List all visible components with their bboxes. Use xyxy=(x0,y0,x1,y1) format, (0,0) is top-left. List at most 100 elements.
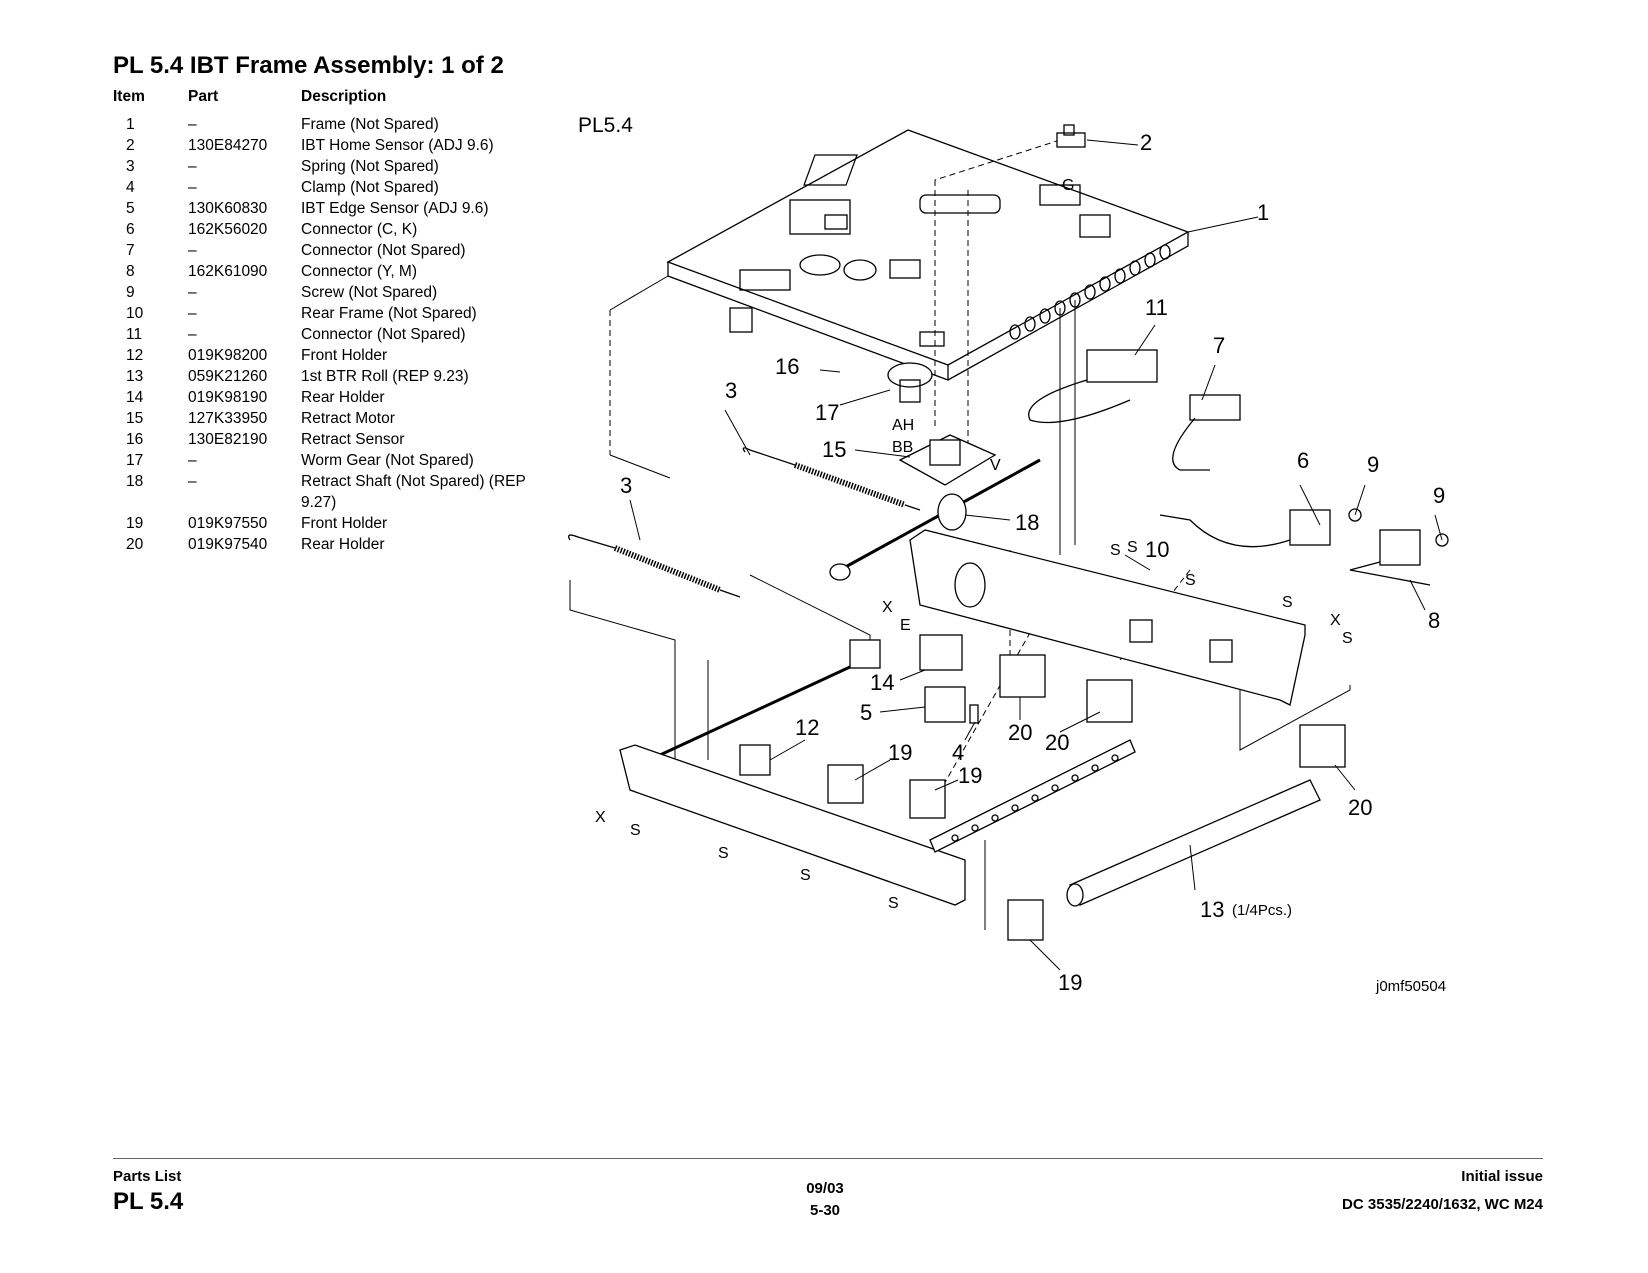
part-description: IBT Home Sensor (ADJ 9.6) xyxy=(301,137,494,154)
rear-frame-drawing xyxy=(909,529,1306,706)
marker-e: E xyxy=(900,617,911,634)
marker-bb: BB xyxy=(892,439,913,456)
item-number: 8 xyxy=(126,263,135,280)
table-row: 4–Clamp (Not Spared) xyxy=(113,177,551,198)
part-description: Spring (Not Spared) xyxy=(301,158,439,175)
marker-s5: S xyxy=(1342,630,1353,647)
table-row: 1–Frame (Not Spared) xyxy=(113,114,551,135)
callout-8: 8 xyxy=(1428,608,1440,633)
parts-table: Item Part Description 1–Frame (Not Spare… xyxy=(113,88,551,555)
part-number: 162K61090 xyxy=(188,263,268,280)
callout-13-note: (1/4Pcs.) xyxy=(1232,902,1292,919)
item-number: 11 xyxy=(126,326,143,343)
part-number: 019K97550 xyxy=(188,515,268,532)
table-row: 19 019K97550 Front Holder xyxy=(113,513,551,534)
item-number: 13 xyxy=(126,368,144,385)
table-row: 11–Connector (Not Spared) xyxy=(113,324,551,345)
marker-x2: X xyxy=(1330,612,1341,629)
callout-19b: 19 xyxy=(958,763,982,788)
callout-13: 13 xyxy=(1200,897,1224,922)
parts-table-header: Item Part Description xyxy=(113,88,551,114)
part-number: 130E84270 xyxy=(188,137,268,154)
btr-roll-drawing xyxy=(1007,779,1321,941)
callout-18: 18 xyxy=(1015,510,1039,535)
part-description: Rear Holder xyxy=(301,536,385,553)
item-number: 2 xyxy=(126,137,135,154)
part-number: 127K33950 xyxy=(188,410,268,427)
item-number: 6 xyxy=(126,221,135,238)
callout-17: 17 xyxy=(815,400,839,425)
image-id: j0mf50504 xyxy=(1375,978,1446,995)
callout-5: 5 xyxy=(860,700,872,725)
frame-plate-drawing xyxy=(666,129,1190,381)
part-description: 1st BTR Roll (REP 9.23) xyxy=(301,368,469,385)
retract-shaft-drawing xyxy=(659,458,1041,757)
part-description: Rear Frame (Not Spared) xyxy=(301,305,477,322)
callout-1: 1 xyxy=(1257,200,1269,225)
callout-2: 2 xyxy=(1140,130,1152,155)
reference-letters: G AH BB V E X X X S S S S S S S S S xyxy=(595,177,1353,912)
part-description: Front Holder xyxy=(301,515,388,532)
item-number: 14 xyxy=(126,389,144,406)
callout-9b: 9 xyxy=(1433,483,1445,508)
callout-4: 4 xyxy=(952,740,964,765)
table-row: 14 019K98190 Rear Holder xyxy=(113,387,551,408)
part-number: – xyxy=(188,326,197,343)
table-row: 2 130E84270 IBT Home Sensor (ADJ 9.6) xyxy=(113,135,551,156)
holder-drawings xyxy=(919,634,1346,768)
footer-divider xyxy=(113,1158,1543,1159)
item-number: 19 xyxy=(126,515,144,532)
table-row: 9–Screw (Not Spared) xyxy=(113,282,551,303)
part-description: Rear Holder xyxy=(301,389,385,406)
part-number: 019K98190 xyxy=(188,389,268,406)
part-number: 162K56020 xyxy=(188,221,268,238)
part-number: 019K97540 xyxy=(188,536,268,553)
part-description: Retract Motor xyxy=(301,410,395,427)
item-number: 12 xyxy=(126,347,144,364)
part-number: – xyxy=(188,116,197,133)
marker-x3: X xyxy=(595,809,606,826)
marker-s1: S xyxy=(1110,542,1121,559)
marker-s2: S xyxy=(1127,539,1138,556)
marker-x1: X xyxy=(882,599,893,616)
item-number: 18 xyxy=(126,473,144,490)
item-number: 16 xyxy=(126,431,144,448)
callout-leaders xyxy=(629,139,1443,971)
hole-strip-drawing xyxy=(929,739,1136,853)
front-frame-drawing xyxy=(619,744,966,906)
callout-10: 10 xyxy=(1145,537,1169,562)
column-header-item: Item xyxy=(113,88,145,105)
callout-14: 14 xyxy=(870,670,894,695)
callout-3b: 3 xyxy=(620,473,632,498)
callout-11: 11 xyxy=(1145,295,1168,320)
callout-16: 16 xyxy=(775,354,799,379)
part-number: – xyxy=(188,452,197,469)
item-number: 9 xyxy=(126,284,135,301)
callout-7: 7 xyxy=(1213,333,1225,358)
marker-s4: S xyxy=(1282,594,1293,611)
marker-s7: S xyxy=(718,845,729,862)
callout-19a: 19 xyxy=(888,740,912,765)
part-description: Front Holder xyxy=(301,347,388,364)
frame-holes-drawing xyxy=(1009,244,1171,340)
marker-v: V xyxy=(990,457,1001,474)
marker-s9: S xyxy=(888,895,899,912)
footer-models: DC 3535/2240/1632, WC M24 xyxy=(1342,1196,1543,1213)
item-number: 17 xyxy=(126,452,144,469)
item-number: 1 xyxy=(126,116,135,133)
retract-motor-drawing xyxy=(887,362,997,486)
marker-s6: S xyxy=(630,822,641,839)
part-number: – xyxy=(188,473,197,490)
item-number: 4 xyxy=(126,179,135,196)
part-description: Retract Sensor xyxy=(301,431,405,448)
callout-9a: 9 xyxy=(1367,452,1379,477)
item-number: 3 xyxy=(126,158,135,175)
exploded-parts-diagram: PL5.4 2 1 11 7 6 9 9 8 10 16 3 17 15 3 1… xyxy=(567,114,1449,995)
